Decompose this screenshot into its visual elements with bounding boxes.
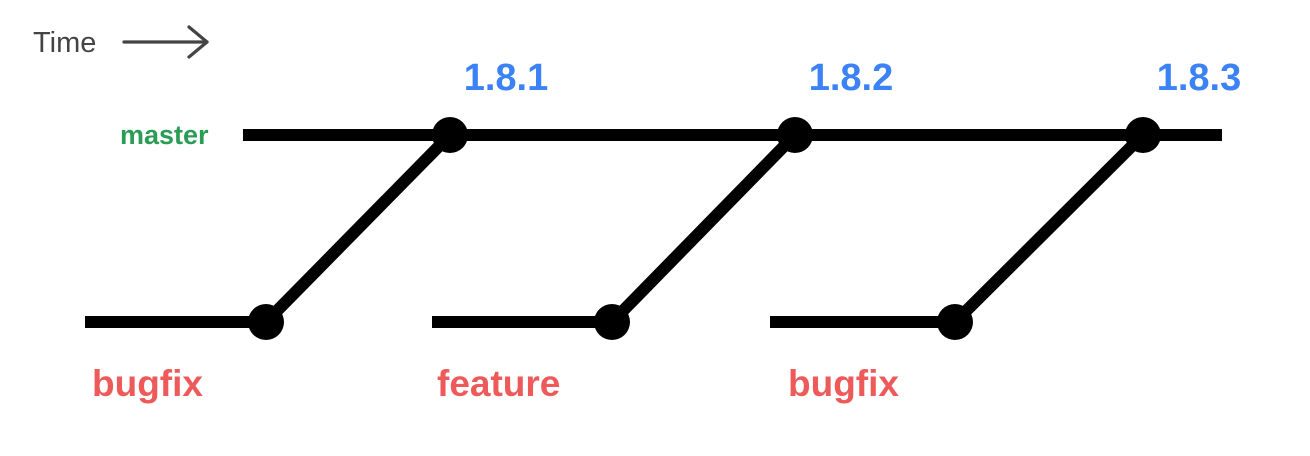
side-branch-commit-nodes[interactable] xyxy=(248,304,973,340)
master-branch-label: master xyxy=(120,120,209,150)
merge-lines xyxy=(261,130,1148,327)
time-axis: Time xyxy=(33,25,209,59)
commit-node-1-8-2[interactable] xyxy=(777,117,813,153)
version-tags: 1.8.1 1.8.2 1.8.3 xyxy=(464,57,1242,99)
master-branch: master xyxy=(120,120,1222,150)
branch-label-bugfix-2: bugfix xyxy=(788,363,899,404)
master-commit-nodes[interactable] xyxy=(432,117,1161,153)
time-axis-label: Time xyxy=(33,27,96,59)
branch-label-feature: feature xyxy=(437,363,560,404)
merge-line-bugfix-1 xyxy=(261,130,455,327)
right-arrow-icon xyxy=(122,25,209,59)
merge-line-feature xyxy=(607,130,800,327)
version-tag-1-8-3: 1.8.3 xyxy=(1157,57,1242,99)
version-tag-1-8-1: 1.8.1 xyxy=(464,57,549,99)
version-tag-1-8-2: 1.8.2 xyxy=(809,57,894,99)
commit-node-bugfix-1[interactable] xyxy=(248,304,284,340)
branch-label-bugfix-1: bugfix xyxy=(92,363,203,404)
commit-node-feature[interactable] xyxy=(594,304,630,340)
commit-node-1-8-3[interactable] xyxy=(1125,117,1161,153)
commit-node-1-8-1[interactable] xyxy=(432,117,468,153)
side-branch-labels: bugfix feature bugfix xyxy=(92,363,899,404)
commit-node-bugfix-2[interactable] xyxy=(937,304,973,340)
merge-line-bugfix-2 xyxy=(950,130,1148,327)
